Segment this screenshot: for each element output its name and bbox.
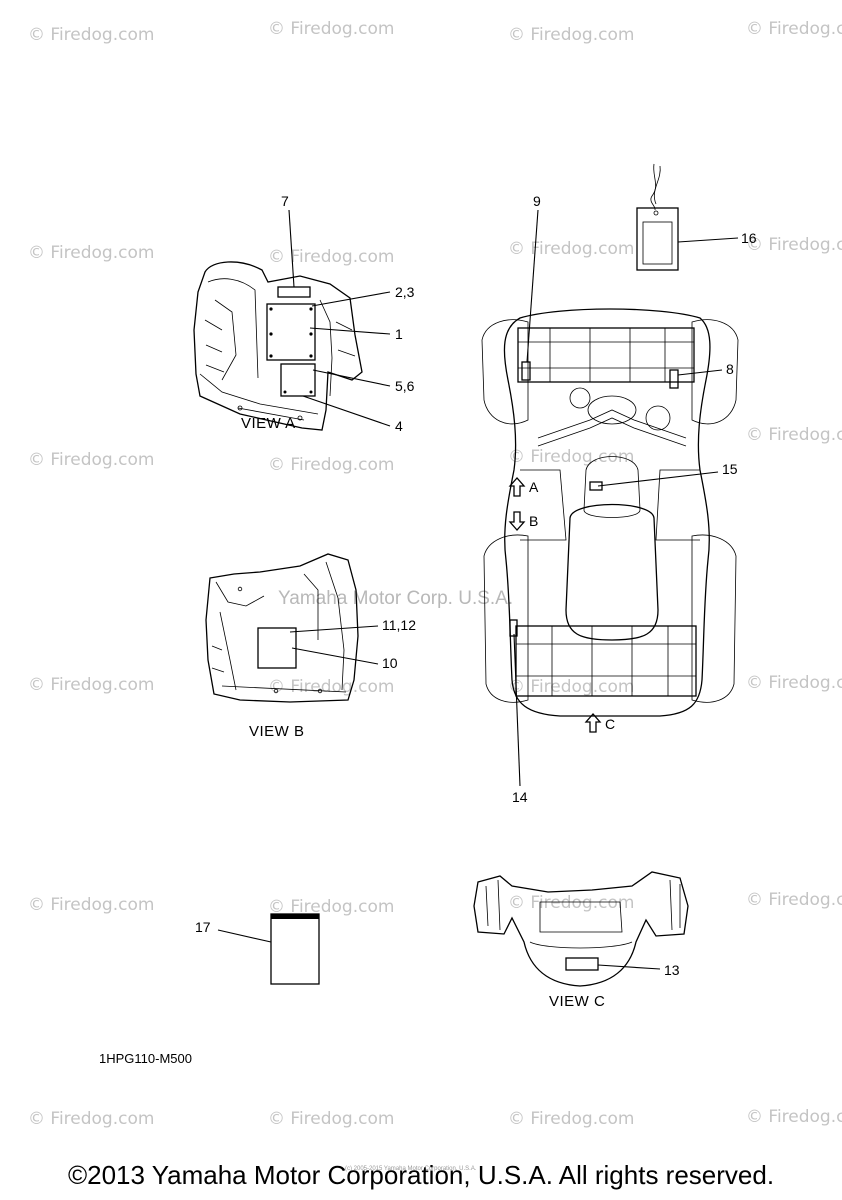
arrow-c-label: C — [605, 716, 615, 732]
view-b-drawing — [205, 553, 379, 703]
watermark: © Firedog.com — [28, 243, 154, 263]
watermark: © Firedog.com — [268, 455, 394, 475]
watermark: © Firedog.com — [746, 890, 842, 910]
callout-4: 4 — [395, 418, 403, 434]
watermark: © Firedog.com — [28, 25, 154, 45]
callout-17: 17 — [195, 919, 211, 935]
watermark: © Firedog.com — [268, 1109, 394, 1129]
watermark: © Firedog.com — [508, 447, 634, 467]
watermark: © Firedog.com — [746, 1107, 842, 1127]
callout-15: 15 — [722, 461, 738, 477]
watermark: © Firedog.com — [28, 895, 154, 915]
watermark: © Firedog.com — [508, 239, 634, 259]
watermark: © Firedog.com — [508, 1109, 634, 1129]
watermark: © Firedog.com — [746, 19, 842, 39]
callout-16: 16 — [741, 230, 757, 246]
view-c-drawing — [473, 871, 689, 987]
copyright-notice: ©2013 Yamaha Motor Corporation, U.S.A. A… — [67, 1160, 775, 1190]
watermark: © Firedog.com — [746, 425, 842, 445]
watermark: © Firedog.com — [746, 235, 842, 255]
callout-5-6: 5,6 — [395, 378, 415, 394]
watermark: © Firedog.com — [28, 1109, 154, 1129]
tiny-notice: (c) 2005-2015 Yamaha Motor Corporation, … — [345, 1166, 477, 1172]
view-a-drawing — [193, 209, 391, 431]
callout-13: 13 — [664, 962, 680, 978]
watermark: © Firedog.com — [28, 675, 154, 695]
view-c-caption: VIEW C — [549, 993, 605, 1010]
diagram-code: 1HPG110-M500 — [99, 1051, 192, 1066]
watermark: © Firedog.com — [28, 450, 154, 470]
watermark: © Firedog.com — [268, 247, 394, 267]
watermark: © Firedog.com — [508, 677, 634, 697]
callout-11-12: 11,12 — [382, 617, 416, 633]
atv-top-view — [481, 209, 739, 787]
callout-8: 8 — [726, 361, 734, 377]
watermark: © Firedog.com — [508, 893, 634, 913]
watermark-layer: © Firedog.com © Firedog.com © Firedog.co… — [28, 19, 842, 1129]
hang-tag-16 — [636, 163, 739, 271]
center-watermark: Yamaha Motor Corp. U.S.A. — [278, 588, 513, 609]
callout-1: 1 — [395, 326, 403, 342]
view-b-caption: VIEW B — [249, 723, 305, 740]
callout-2-3: 2,3 — [395, 284, 415, 300]
watermark: © Firedog.com — [746, 673, 842, 693]
callout-9: 9 — [533, 193, 541, 209]
view-a-caption: VIEW A — [241, 415, 296, 432]
arrow-a-label: A — [529, 479, 539, 495]
watermark: © Firedog.com — [268, 897, 394, 917]
arrow-b-label: B — [529, 513, 538, 529]
callout-14: 14 — [512, 789, 528, 805]
watermark: © Firedog.com — [268, 19, 394, 39]
watermark: © Firedog.com — [268, 677, 394, 697]
callout-7: 7 — [281, 193, 289, 209]
watermark: © Firedog.com — [508, 25, 634, 45]
callout-10: 10 — [382, 655, 398, 671]
label-17 — [217, 913, 320, 985]
